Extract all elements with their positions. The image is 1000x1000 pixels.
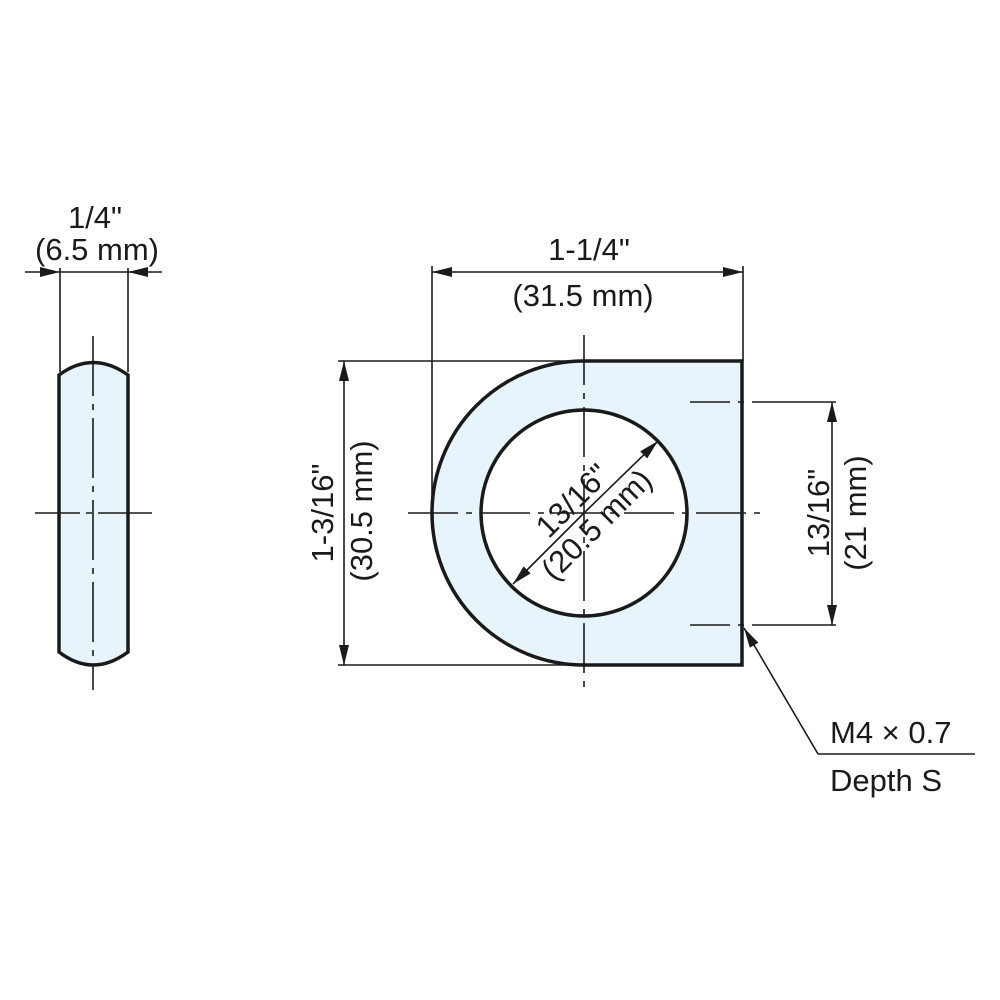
spacing-mm-label: (21 mm) bbox=[838, 455, 873, 570]
height-in-label: 1-3/16" bbox=[305, 464, 340, 563]
hole-diameter-arrow-upper bbox=[583, 440, 659, 514]
side-thickness-mm-label: (6.5 mm) bbox=[35, 232, 159, 267]
thread-callout: M4 × 0.7 Depth S bbox=[743, 627, 975, 798]
callout-leader-arrow bbox=[743, 627, 819, 755]
front-view: 1-1/4" (31.5 mm) 1-3/16" (30.5 mm) 13/16… bbox=[305, 232, 873, 690]
width-mm-label: (31.5 mm) bbox=[512, 278, 653, 313]
callout-thread-label: M4 × 0.7 bbox=[830, 715, 952, 750]
front-view-body bbox=[430, 359, 744, 667]
width-in-label: 1-1/4" bbox=[548, 232, 630, 267]
side-view: 1/4" (6.5 mm) bbox=[25, 200, 162, 690]
callout-depth-label: Depth S bbox=[830, 763, 942, 798]
side-thickness-in-label: 1/4" bbox=[68, 200, 122, 235]
spacing-in-label: 13/16" bbox=[801, 469, 836, 558]
hole-diameter-arrow-lower bbox=[512, 512, 585, 585]
height-mm-label: (30.5 mm) bbox=[344, 440, 379, 581]
